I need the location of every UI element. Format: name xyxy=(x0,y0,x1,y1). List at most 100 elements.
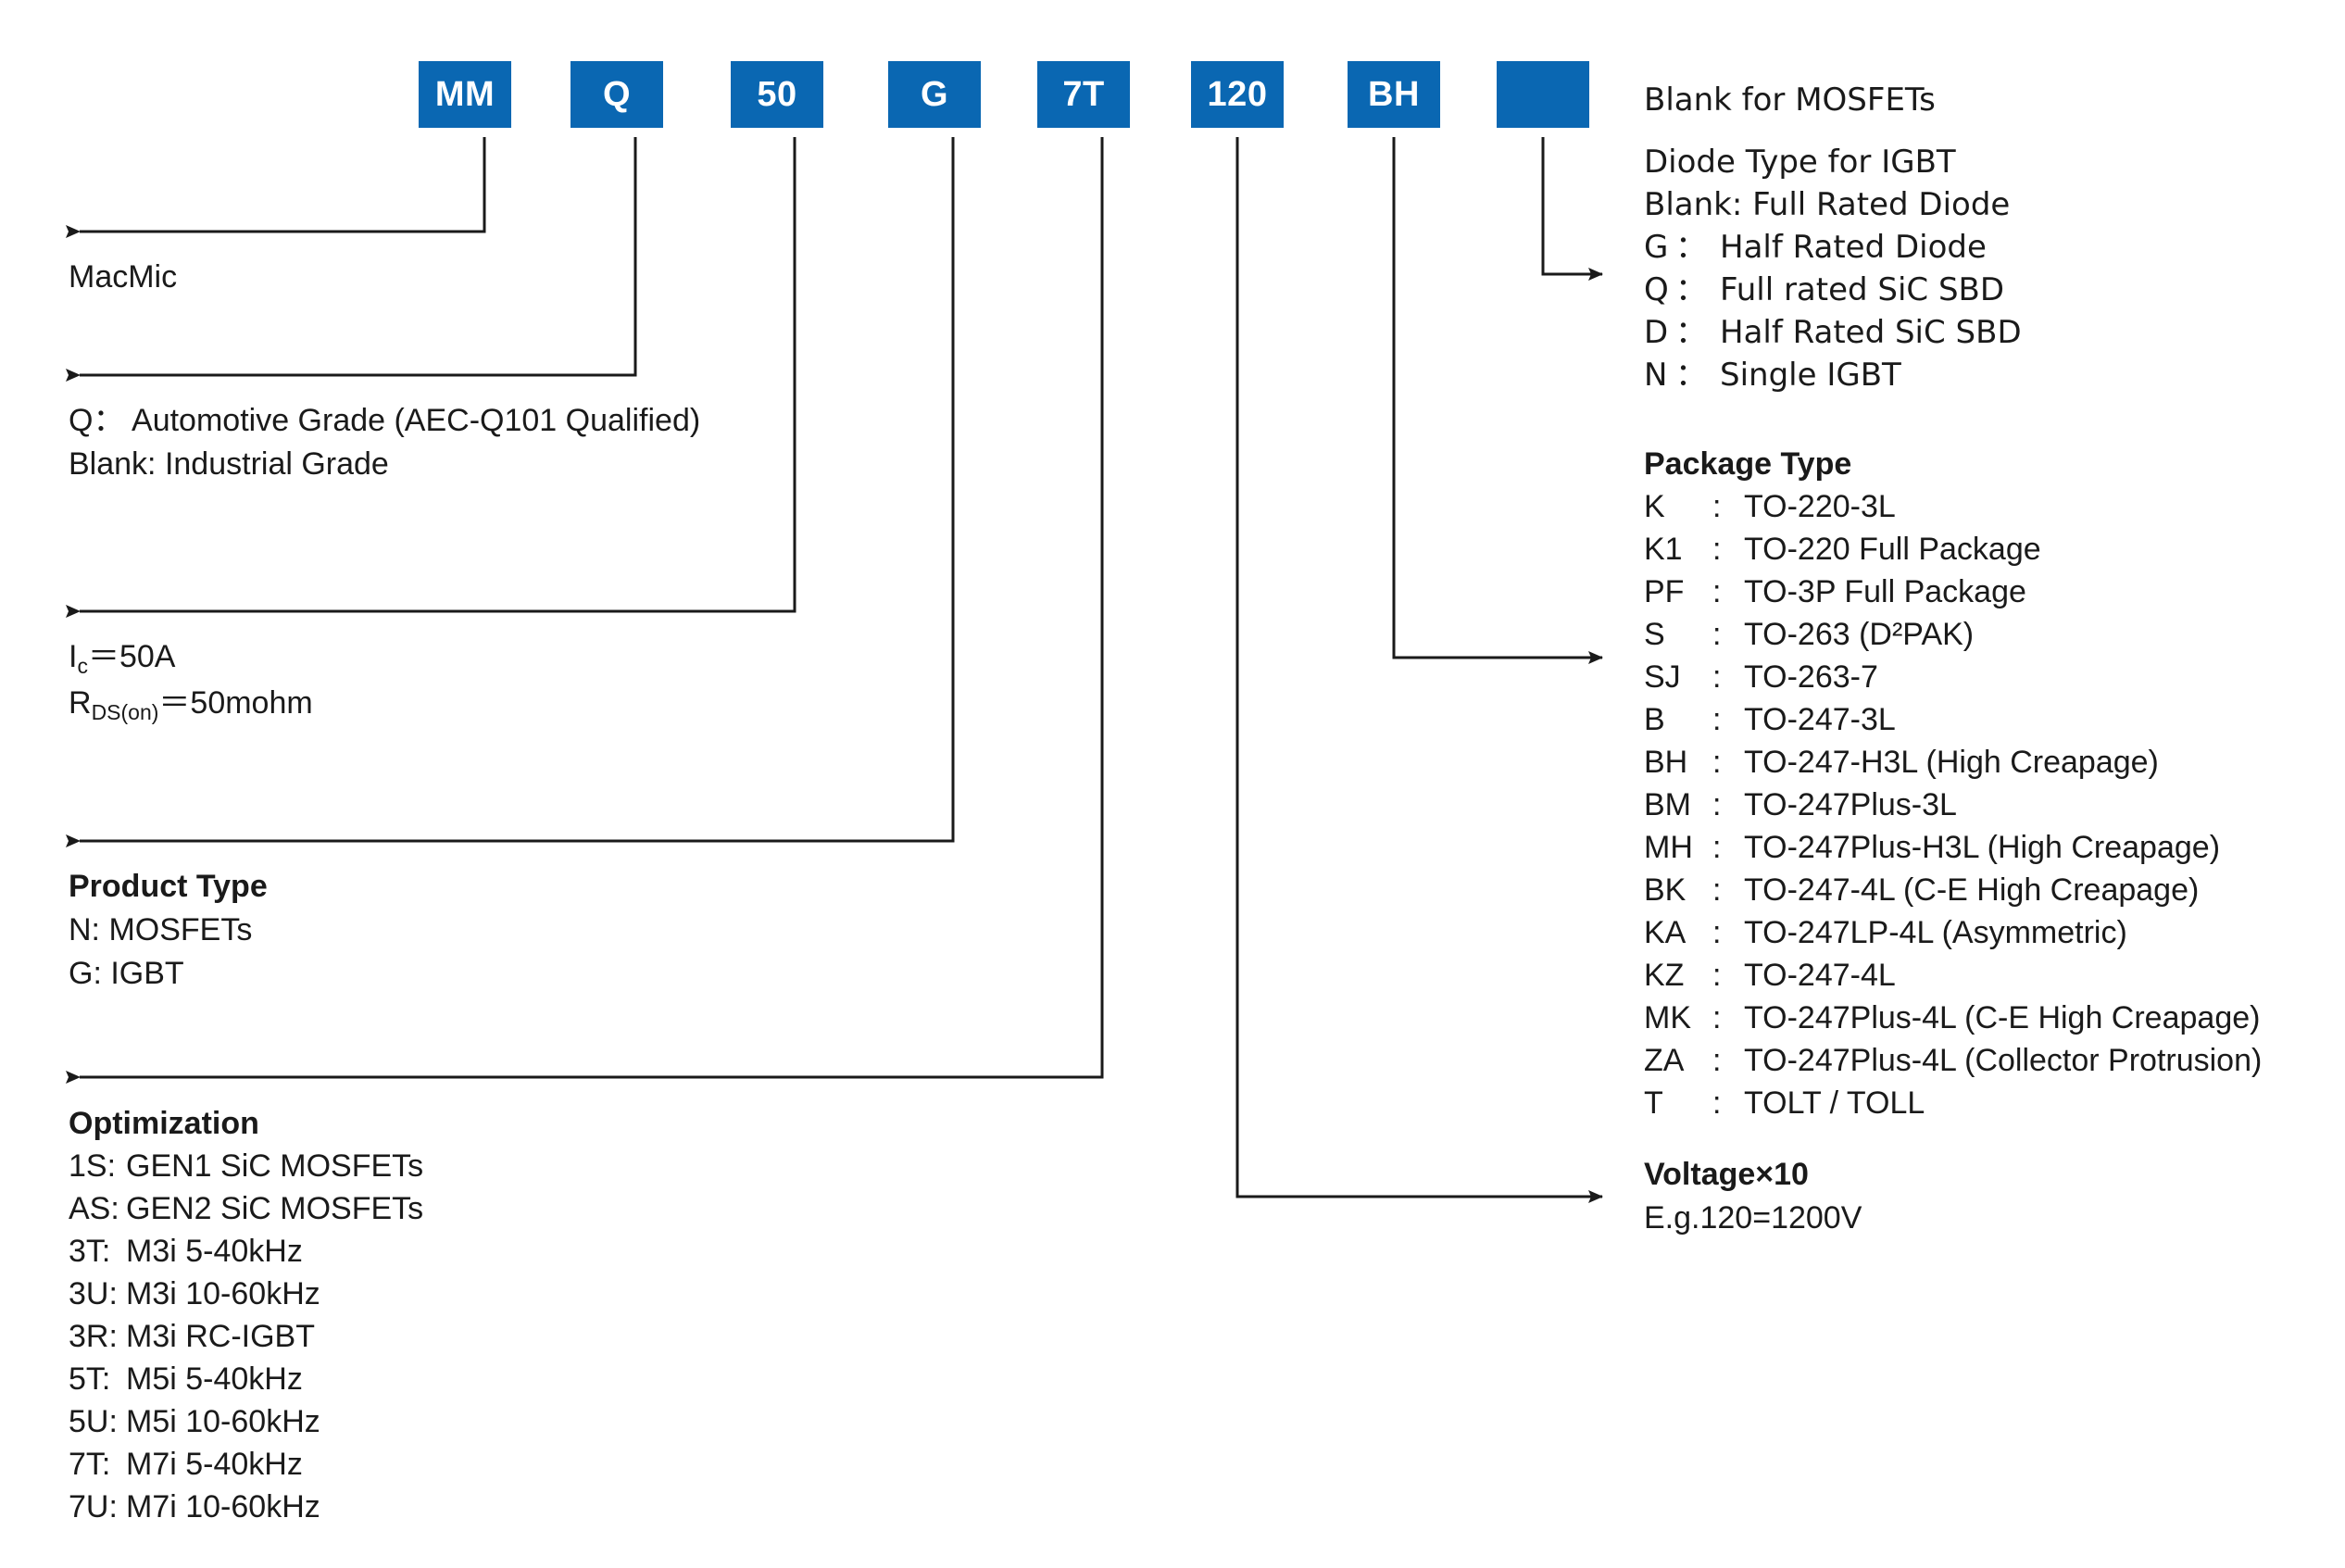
package-value: TO-247Plus-H3L (High Creapage) xyxy=(1744,830,2221,865)
code-segment-diode[interactable] xyxy=(1497,61,1589,128)
package-item: MK: TO-247Plus-4L (C-E High Creapage) xyxy=(1644,997,2262,1039)
diode-item: D：Half Rated SiC SBD xyxy=(1644,311,2022,354)
package-value: TO-247-4L xyxy=(1744,958,1896,993)
diode-key: N xyxy=(1644,357,1668,394)
code-segment-grade[interactable]: Q xyxy=(571,61,663,128)
diode-blank-line: Blank: Full Rated Diode xyxy=(1644,186,2011,223)
callout-mosfet-note: Blank for MOSFETs xyxy=(1644,79,1936,122)
optimization-key: 5T: xyxy=(69,1361,111,1397)
callout-current: Ic＝50A RDS(on)＝50mohm xyxy=(69,635,313,728)
package-item: BM:TO-247Plus-3L xyxy=(1644,784,2262,826)
package-key: KA xyxy=(1644,915,1687,950)
package-value: TO-247LP-4L (Asymmetric) xyxy=(1744,915,2127,950)
optimization-value: M3i 5-40kHz xyxy=(126,1234,303,1269)
package-key: T xyxy=(1644,1085,1663,1121)
package-key: K1 xyxy=(1644,532,1683,567)
optimization-value: M5i 10-60kHz xyxy=(126,1404,320,1439)
diode-item: Q：Full rated SiC SBD xyxy=(1644,269,2022,311)
package-value: TO-247Plus-3L xyxy=(1744,787,1957,822)
code-segment-current[interactable]: 50 xyxy=(731,61,823,128)
current-rating: Ic＝50A xyxy=(69,639,176,678)
optimization-value: M5i 5-40kHz xyxy=(126,1361,303,1397)
code-segment-brand[interactable]: MM xyxy=(419,61,511,128)
package-item: ZA:TO-247Plus-4L (Collector Protrusion) xyxy=(1644,1039,2262,1082)
package-colon: : xyxy=(1712,787,1722,822)
code-segment-product-type[interactable]: G xyxy=(888,61,981,128)
mosfet-blank-note: Blank for MOSFETs xyxy=(1644,82,1936,119)
callout-optimization: Optimization 1S:GEN1 SiC MOSFETs AS:GEN2… xyxy=(69,1102,423,1528)
package-item: BH: TO-247-H3L (High Creapage) xyxy=(1644,741,2262,784)
package-value: TOLT / TOLL xyxy=(1744,1085,1925,1121)
package-value: TO-247-H3L (High Creapage) xyxy=(1744,745,2159,780)
package-item: SJ:TO-263-7 xyxy=(1644,656,2262,698)
rdson-rating: RDS(on)＝50mohm xyxy=(69,685,313,724)
package-key: KZ xyxy=(1644,958,1685,993)
package-item: B:TO-247-3L xyxy=(1644,698,2262,741)
callout-package-type: Package Type K:TO-220-3L K1:TO-220 Full … xyxy=(1644,443,2262,1124)
optimization-item: 3R:M3i RC-IGBT xyxy=(69,1315,423,1358)
package-value: TO-3P Full Package xyxy=(1744,574,2026,609)
brand-name: MacMic xyxy=(69,259,178,295)
package-colon: : xyxy=(1712,532,1722,567)
code-segment-package[interactable]: BH xyxy=(1348,61,1440,128)
diode-key: Q xyxy=(1644,271,1669,308)
package-colon: : xyxy=(1712,1043,1722,1078)
package-key: B xyxy=(1644,702,1665,737)
diode-value: Half Rated Diode xyxy=(1720,229,1987,266)
optimization-value: GEN2 SiC MOSFETs xyxy=(126,1191,424,1226)
package-colon: : xyxy=(1712,830,1722,865)
optimization-value: M7i 5-40kHz xyxy=(126,1447,303,1482)
optimization-item: 7U:M7i 10-60kHz xyxy=(69,1486,423,1528)
optimization-key: AS: xyxy=(69,1191,119,1226)
package-colon: : xyxy=(1712,958,1722,993)
package-key: PF xyxy=(1644,574,1685,609)
package-key: S xyxy=(1644,617,1665,652)
package-key: ZA xyxy=(1644,1043,1685,1078)
package-colon: : xyxy=(1712,1000,1722,1035)
code-segment-optimization[interactable]: 7T xyxy=(1037,61,1130,128)
diode-item: G：Half Rated Diode xyxy=(1644,226,2022,269)
package-key: BK xyxy=(1644,872,1687,908)
package-item: T: TOLT / TOLL xyxy=(1644,1082,2262,1124)
package-key: BH xyxy=(1644,745,1688,780)
diode-key: D xyxy=(1644,314,1669,351)
optimization-item: 1S:GEN1 SiC MOSFETs xyxy=(69,1145,423,1187)
code-segment-voltage[interactable]: 120 xyxy=(1191,61,1284,128)
product-type-igbt: G: IGBT xyxy=(69,956,184,991)
optimization-key: 7U: xyxy=(69,1489,118,1524)
package-colon: : xyxy=(1712,489,1722,524)
voltage-example: E.g.120=1200V xyxy=(1644,1200,1862,1236)
package-item: K1: TO-220 Full Package xyxy=(1644,528,2262,571)
package-value: TO-247Plus-4L (C-E High Creapage) xyxy=(1744,1000,2261,1035)
grade-industrial: Blank: Industrial Grade xyxy=(69,446,389,482)
optimization-key: 3U: xyxy=(69,1276,118,1311)
optimization-item: 5T: M5i 5-40kHz xyxy=(69,1358,423,1400)
package-colon: : xyxy=(1712,872,1722,908)
callout-voltage: Voltage×10 E.g.120=1200V xyxy=(1644,1153,1862,1240)
package-colon: : xyxy=(1712,745,1722,780)
diode-heading: Diode Type for IGBT xyxy=(1644,144,1956,181)
diode-colon: ： xyxy=(1675,314,1707,351)
package-colon: : xyxy=(1712,1085,1722,1121)
diode-value: Full rated SiC SBD xyxy=(1720,271,2005,308)
optimization-value: GEN1 SiC MOSFETs xyxy=(126,1148,424,1184)
optimization-value: M3i 10-60kHz xyxy=(126,1276,320,1311)
package-colon: : xyxy=(1712,574,1722,609)
optimization-key: 7T: xyxy=(69,1447,111,1482)
callout-diode-type: Diode Type for IGBT Blank: Full Rated Di… xyxy=(1644,141,2022,396)
optimization-item: 5U:M5i 10-60kHz xyxy=(69,1400,423,1443)
package-item: S:TO-263 (D²PAK) xyxy=(1644,613,2262,656)
package-key: MK xyxy=(1644,1000,1691,1035)
callout-grade: Q： Automotive Grade (AEC-Q101 Qualified)… xyxy=(69,399,700,486)
optimization-heading: Optimization xyxy=(69,1106,259,1141)
package-item: PF: TO-3P Full Package xyxy=(1644,571,2262,613)
grade-automotive: Q： Automotive Grade (AEC-Q101 Qualified) xyxy=(69,403,701,438)
package-value: TO-263-7 xyxy=(1744,659,1878,695)
product-type-mosfets: N: MOSFETs xyxy=(69,912,253,947)
package-value: TO-247-3L xyxy=(1744,702,1896,737)
package-value: TO-220 Full Package xyxy=(1744,532,2041,567)
diode-colon: ： xyxy=(1675,357,1707,394)
package-key: MH xyxy=(1644,830,1693,865)
package-item: KZ: TO-247-4L xyxy=(1644,954,2262,997)
